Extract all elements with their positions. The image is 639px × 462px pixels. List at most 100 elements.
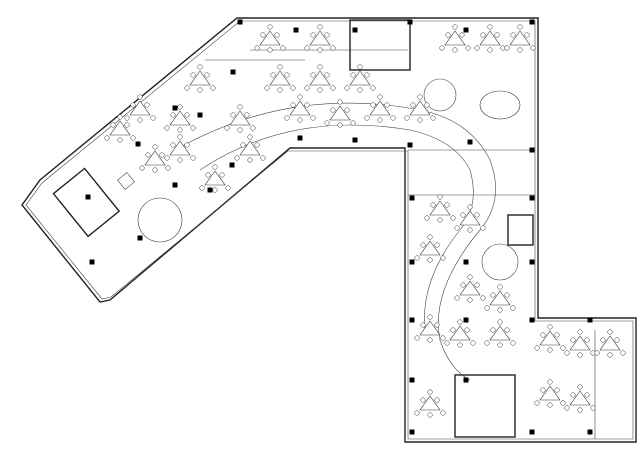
- column: [207, 187, 213, 193]
- chair: [270, 72, 276, 78]
- chair: [484, 305, 490, 311]
- desk: [144, 150, 166, 166]
- chair: [474, 282, 480, 288]
- chair: [420, 397, 426, 403]
- column: [409, 195, 415, 201]
- workstation-cluster: [304, 24, 336, 53]
- workstation-cluster: [444, 319, 476, 348]
- chair: [504, 327, 510, 333]
- workstation-cluster: [404, 94, 436, 123]
- chair: [540, 332, 546, 338]
- chair: [607, 352, 613, 358]
- column: [587, 317, 593, 323]
- chair: [614, 337, 620, 343]
- chair: [490, 292, 496, 298]
- chair: [267, 24, 273, 30]
- chair: [370, 85, 376, 91]
- column: [529, 317, 535, 323]
- workstation-cluster: [124, 94, 156, 123]
- workstation-cluster: [439, 24, 471, 53]
- chair: [197, 64, 203, 70]
- interior-walls: [52, 19, 596, 439]
- workstation-cluster: [284, 94, 316, 123]
- desk: [419, 320, 441, 336]
- chair: [317, 24, 323, 30]
- chair: [420, 322, 426, 328]
- desk: [169, 140, 191, 156]
- chair: [177, 134, 183, 140]
- column: [352, 137, 358, 143]
- chair: [460, 212, 466, 218]
- chair: [390, 115, 396, 121]
- chair: [225, 185, 231, 191]
- chair: [164, 125, 170, 131]
- chair: [290, 85, 296, 91]
- desk: [539, 385, 561, 401]
- chair: [337, 99, 343, 105]
- chair: [284, 72, 290, 78]
- chair: [480, 225, 486, 231]
- workstation-cluster: [264, 64, 296, 93]
- chair: [344, 107, 350, 113]
- chair: [547, 347, 553, 353]
- chair: [177, 127, 183, 133]
- chair: [577, 352, 583, 358]
- chair: [600, 337, 606, 343]
- chair: [517, 24, 523, 30]
- column: [463, 259, 469, 265]
- chair: [590, 405, 596, 411]
- chair: [330, 85, 336, 91]
- chair: [427, 337, 433, 343]
- chair: [170, 112, 176, 118]
- workstation-cluster: [454, 274, 486, 303]
- column: [463, 317, 469, 323]
- chair: [184, 85, 190, 91]
- chair: [570, 337, 576, 343]
- chair: [145, 152, 151, 158]
- workstation-cluster: [414, 314, 446, 343]
- desk: [509, 30, 531, 46]
- chair: [254, 45, 260, 51]
- chair: [564, 350, 570, 356]
- workstation-cluster: [324, 99, 356, 128]
- chair: [274, 32, 280, 38]
- chair: [427, 257, 433, 263]
- chair: [280, 45, 286, 51]
- chair: [577, 407, 583, 413]
- chair: [290, 102, 296, 108]
- workstation-cluster: [534, 379, 566, 408]
- chair: [487, 24, 493, 30]
- column: [237, 19, 243, 25]
- chair: [444, 340, 450, 346]
- chair: [534, 345, 540, 351]
- desk: [289, 100, 311, 116]
- column: [352, 27, 358, 33]
- desk: [169, 110, 191, 126]
- chair: [144, 102, 150, 108]
- chair: [247, 134, 253, 140]
- column: [197, 112, 203, 118]
- chair: [577, 384, 583, 390]
- desk: [309, 70, 331, 86]
- desk: [204, 170, 226, 186]
- column: [529, 429, 535, 435]
- chair: [540, 387, 546, 393]
- chair: [467, 227, 473, 233]
- chair: [212, 164, 218, 170]
- chair: [417, 94, 423, 100]
- chair: [467, 204, 473, 210]
- chair: [165, 165, 171, 171]
- chair: [210, 85, 216, 91]
- chair: [414, 255, 420, 261]
- workstation-cluster: [224, 104, 256, 133]
- chair: [152, 167, 158, 173]
- workstation-cluster: [534, 324, 566, 353]
- chair: [317, 64, 323, 70]
- column: [467, 139, 473, 145]
- chair: [199, 185, 205, 191]
- desk: [479, 30, 501, 46]
- conference-table: [479, 90, 521, 120]
- workstation-cluster: [564, 384, 596, 413]
- chair: [530, 45, 536, 51]
